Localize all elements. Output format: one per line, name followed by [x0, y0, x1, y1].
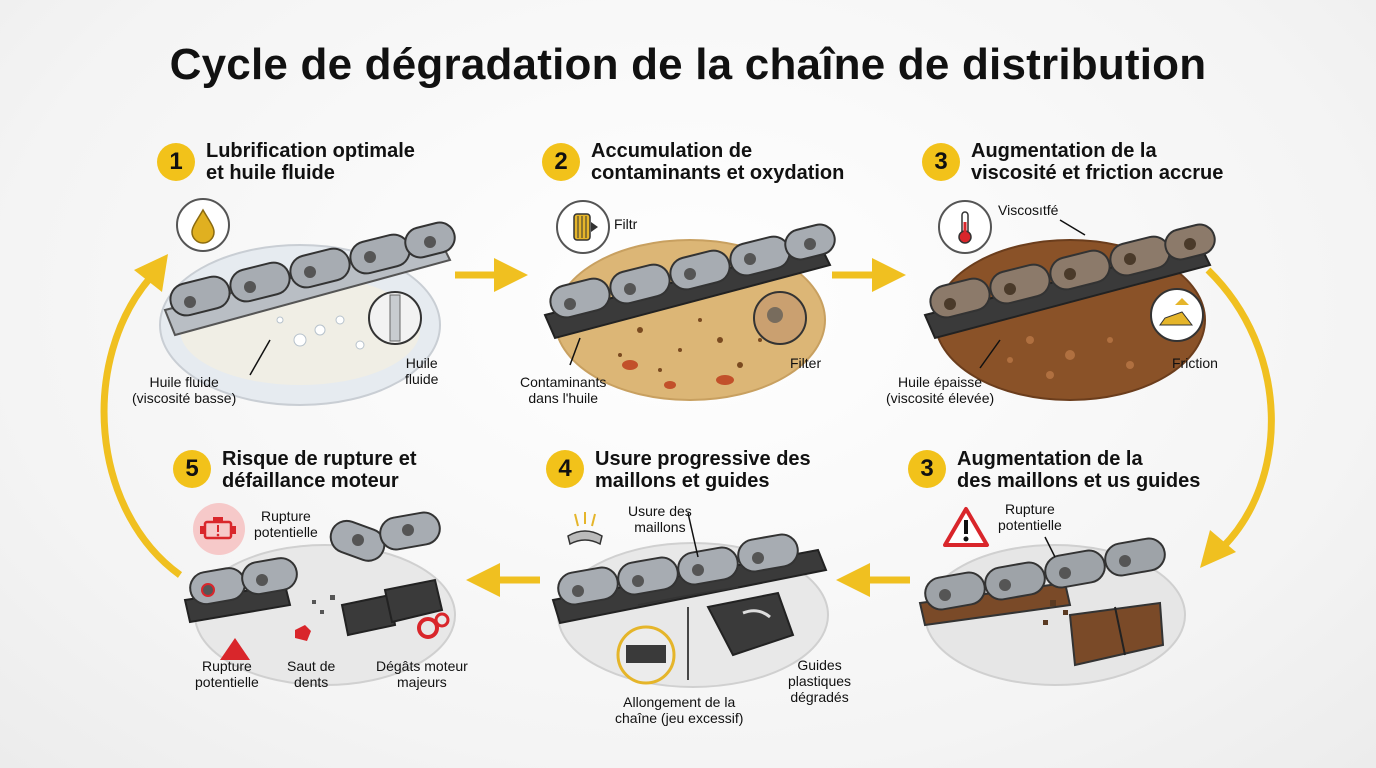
stage-2-number: 2	[542, 143, 580, 181]
stage-5-number: 5	[173, 450, 211, 488]
stage-1-oil-label: Huile fluide(viscosité basse)	[132, 374, 237, 406]
oil-filter-icon	[556, 200, 610, 254]
stage-1-number: 1	[157, 143, 195, 181]
stage-3-oil-label: Huile épaisse(viscosité élevée)	[886, 374, 995, 406]
oil-drop-icon	[176, 198, 230, 252]
stage-2-icon-caption: Filtr	[614, 216, 638, 232]
arrow-3b-to-4	[836, 563, 910, 597]
thermometer-icon	[938, 200, 992, 254]
warning-icon	[943, 507, 989, 547]
engine-warning-icon	[193, 503, 245, 555]
stage-5-illustration	[183, 511, 456, 686]
arrow-5-to-1	[100, 254, 183, 578]
stage-1-illustration	[159, 221, 456, 406]
stage-3-icon-caption: Viscosıtfé	[998, 202, 1059, 218]
stage-3b-illustration	[918, 536, 1186, 686]
stage-4-illustration	[551, 512, 829, 688]
stage-2-filter-label: Filter	[790, 355, 822, 371]
page-title: Cycle de dégradation de la chaîne de dis…	[169, 40, 1207, 89]
wear-icon	[567, 512, 603, 546]
stage-4-number: 4	[546, 450, 584, 488]
arrow-4-to-5	[466, 563, 540, 597]
arrow-3-to-3b	[1200, 267, 1275, 568]
arrow-1-to-2	[455, 258, 528, 292]
arrow-2-to-3	[832, 258, 906, 292]
stage-3-illustration	[923, 219, 1216, 401]
stage-3-friction-label: Friction	[1172, 355, 1218, 371]
stage-2-illustration	[543, 223, 836, 401]
stage-3-number: 3	[922, 143, 960, 181]
stage-3b-number: 3	[908, 450, 946, 488]
